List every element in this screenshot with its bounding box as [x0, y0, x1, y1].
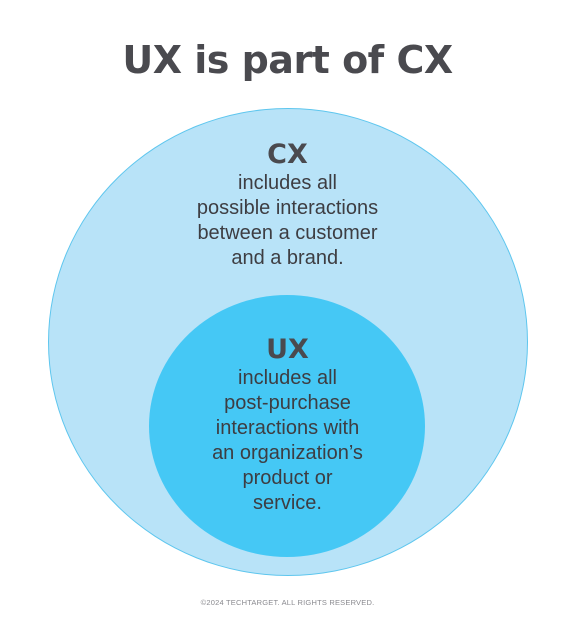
ux-circle: [149, 295, 425, 557]
ux-description-line: includes all: [238, 367, 337, 389]
cx-description-line: includes all: [238, 172, 337, 194]
ux-description: includes all post-purchase interactions …: [0, 366, 575, 516]
cx-label-block: CX includes all possible interactions be…: [0, 139, 575, 271]
diagram-title: UX is part of CX: [122, 38, 453, 82]
cx-description-line: possible interactions: [196, 197, 379, 219]
cx-description: includes all possible interactions betwe…: [0, 171, 575, 271]
cx-description-line: between a customer: [197, 222, 378, 244]
ux-description-line: service.: [253, 492, 322, 514]
ux-description-line: an organization’s: [212, 442, 363, 464]
ux-label-block: UX includes all post-purchase interactio…: [0, 334, 575, 516]
cx-heading: CX: [267, 139, 308, 170]
ux-description-line: post-purchase: [224, 392, 351, 414]
ux-description-line: product or: [242, 467, 333, 489]
copyright-notice: ©2024 TECHTARGET. ALL RIGHTS RESERVED.: [200, 598, 375, 607]
cx-description-line: and a brand.: [231, 247, 344, 269]
ux-description-line: interactions with: [215, 417, 360, 439]
ux-heading: UX: [266, 334, 309, 365]
